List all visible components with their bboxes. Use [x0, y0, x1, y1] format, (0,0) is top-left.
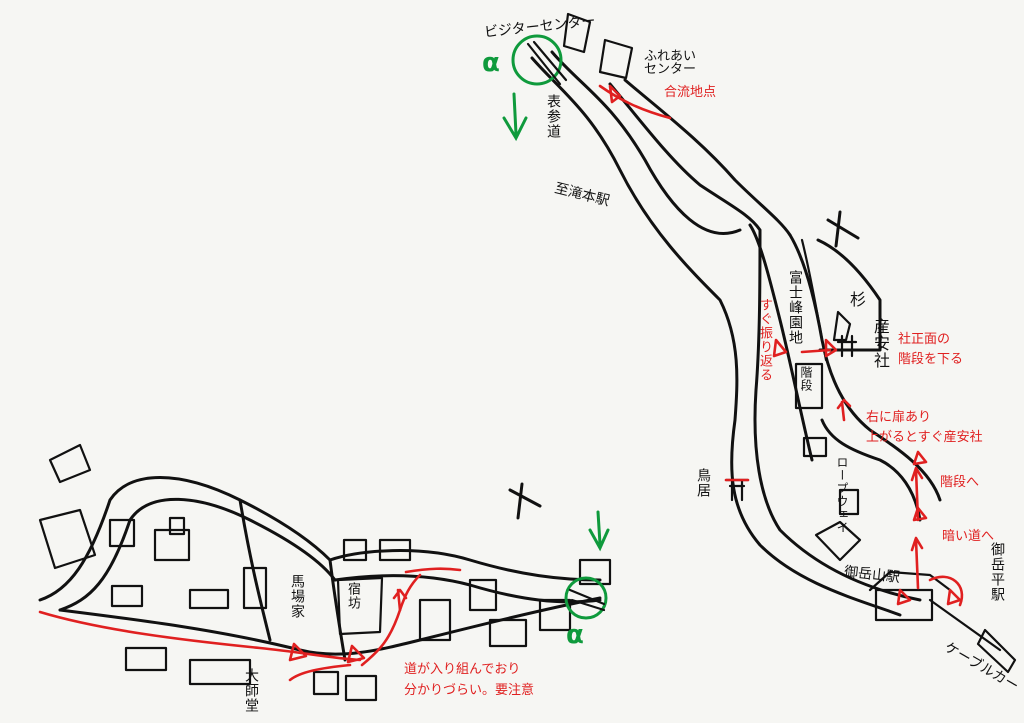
fuji-garden-label: 富士峰園地	[787, 270, 803, 345]
pine-symbol-label: 杉	[850, 290, 867, 309]
route-lines	[38, 84, 964, 682]
turn-back-note: すぐ振り返る	[757, 298, 772, 382]
shrine-icon	[832, 310, 858, 358]
alpha-circle-icon	[511, 34, 608, 620]
to-stairs-note: 階段へ	[940, 475, 980, 490]
baba-house-label: 馬場家	[289, 574, 305, 619]
fureai-center-label: ふれあい センター	[644, 49, 697, 77]
complex-roads-note: 道が入り組んでおり 分かりづらい。要注意	[404, 662, 535, 698]
arrow-down-icon	[502, 92, 610, 552]
alpha-bottom-label: α	[566, 620, 584, 650]
cablecar-line	[928, 598, 1002, 652]
buildings-bottom	[38, 443, 612, 702]
merge-point-note: 合流地点	[664, 85, 717, 100]
compass-cross-icon	[508, 210, 860, 520]
shrine-front-note: 社正面の 階段を下る	[898, 332, 964, 367]
daishido-label: 大師堂	[243, 668, 259, 713]
sanjo-shrine-label: 産安社	[871, 318, 890, 369]
buildings-top	[562, 12, 1017, 674]
torii-label: 鳥居	[695, 468, 711, 498]
mountain-road	[530, 50, 942, 617]
omotesando-label: 表参道	[545, 94, 561, 139]
village-road	[38, 476, 602, 662]
alpha-top-label: α	[482, 48, 500, 78]
right-door-note: 右に扉あり 上がるとすぐ産安社	[866, 410, 983, 445]
shukubo-label: 宿坊	[345, 582, 360, 610]
mitakedaira-label: 御岳平駅	[989, 542, 1005, 602]
torii-icon	[724, 478, 750, 502]
ropeway-label: ロープウェイ	[835, 456, 849, 534]
waypoint-markers	[288, 84, 962, 664]
kaidan-upper-label: 階段	[799, 366, 813, 392]
dark-road-note: 暗い道へ	[942, 529, 995, 544]
